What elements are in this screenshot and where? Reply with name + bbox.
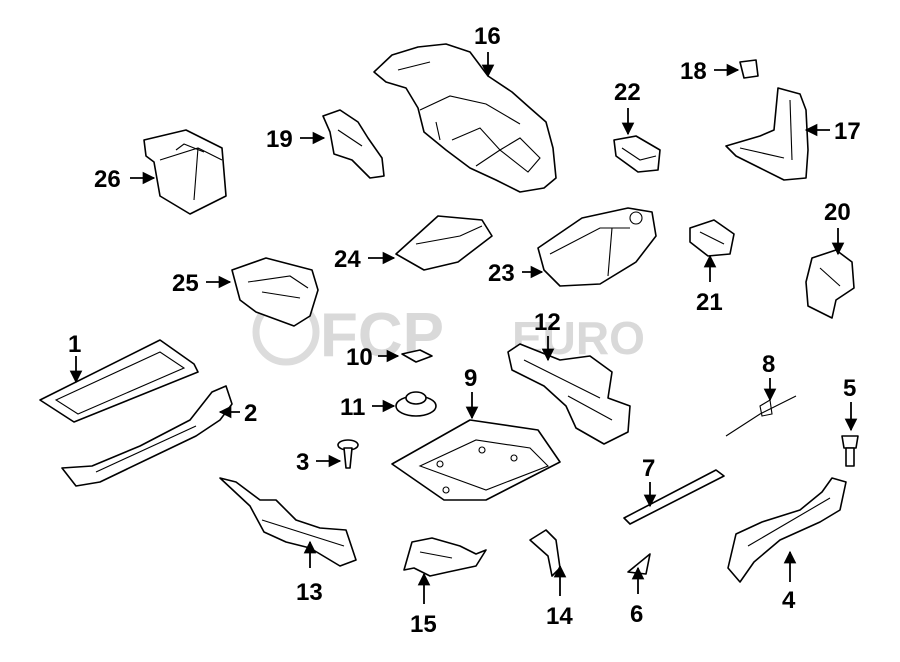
- callout-4: 4: [782, 587, 796, 614]
- part-7-trim-strip: [623, 469, 725, 525]
- part-2-cross-bracket: [61, 385, 233, 487]
- part-13-lower-bracket: [219, 477, 357, 567]
- callout-1: 1: [68, 331, 81, 358]
- callout-23: 23: [488, 260, 515, 287]
- callout-9: 9: [464, 365, 477, 392]
- callout-12: 12: [534, 309, 561, 336]
- part-15-mount-bracket: [403, 537, 487, 577]
- part-11-plug: [395, 391, 437, 417]
- callout-14: 14: [546, 603, 573, 630]
- part-24-floor-mat: [395, 215, 493, 271]
- part-20-corner-panel: [805, 249, 855, 319]
- part-23-console-tray: [537, 207, 657, 287]
- part-21-clip-bracket: [689, 219, 735, 257]
- part-22-retainer: [613, 135, 661, 173]
- callout-8: 8: [762, 351, 775, 378]
- part-19-side-trim: [322, 109, 385, 179]
- callout-13: 13: [296, 579, 323, 606]
- callout-arrows: [69, 52, 858, 604]
- part-25-storage-bin: [231, 257, 319, 327]
- callout-6: 6: [630, 601, 643, 628]
- part-3-push-pin: [337, 439, 359, 469]
- callout-19: 19: [266, 126, 293, 153]
- part-8-rod: [725, 395, 797, 437]
- part-6-label-plate: [627, 553, 651, 575]
- callout-20: 20: [824, 199, 851, 226]
- watermark-brand: FCP: [320, 301, 444, 370]
- callout-10: 10: [346, 344, 373, 371]
- callout-11: 11: [340, 394, 365, 421]
- part-5-clip: [841, 435, 859, 467]
- part-14-small-bracket: [529, 529, 561, 577]
- callout-2: 2: [244, 400, 257, 427]
- callout-18: 18: [680, 58, 707, 85]
- part-18-clip: [739, 59, 759, 79]
- callout-24: 24: [334, 246, 361, 273]
- callout-26: 26: [94, 166, 121, 193]
- callout-16: 16: [474, 23, 501, 50]
- part-9-spare-tray: [391, 419, 561, 501]
- callout-7: 7: [642, 455, 655, 482]
- callout-3: 3: [296, 449, 309, 476]
- part-17-bracket-panel: [725, 87, 809, 181]
- callout-labels: 1 2 3 4 5 6 7 8 9 10 11 12 13 14 15 16 1…: [68, 23, 861, 638]
- part-10-grommet: [401, 349, 433, 363]
- callout-22: 22: [614, 79, 641, 106]
- callout-17: 17: [834, 118, 861, 145]
- part-26-storage-box: [143, 129, 227, 215]
- part-4-side-rail: [727, 477, 847, 583]
- part-1-floor-board: [39, 339, 199, 423]
- callout-21: 21: [696, 289, 723, 316]
- part-16-floor-insulator: [373, 43, 557, 193]
- callout-25: 25: [172, 270, 199, 297]
- callout-5: 5: [843, 375, 856, 402]
- part-12-long-bracket: [507, 343, 631, 445]
- callout-15: 15: [410, 611, 437, 638]
